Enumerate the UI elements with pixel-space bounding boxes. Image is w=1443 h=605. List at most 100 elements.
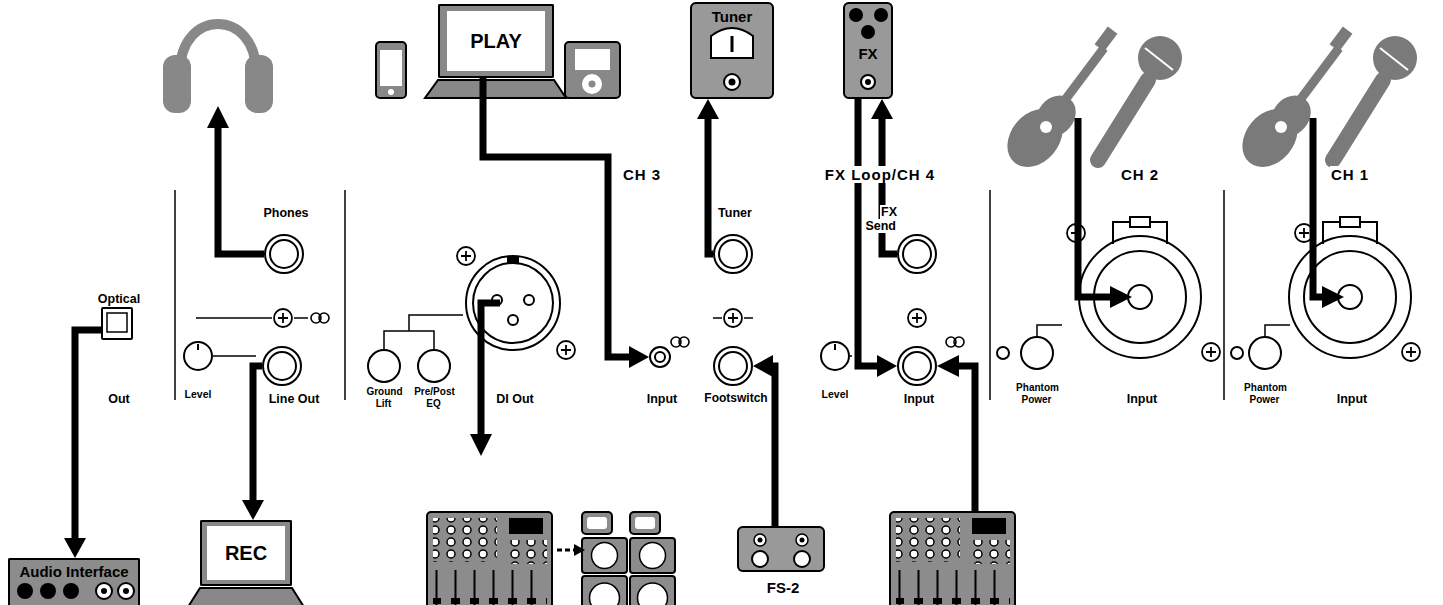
- stereo-symbol: [671, 337, 689, 347]
- di-out-connector: DI Out: [465, 255, 561, 351]
- screw: [274, 309, 292, 327]
- laptop-screen: PLAY: [438, 4, 554, 78]
- fs2-body: [758, 538, 763, 543]
- label-holder: Phantom Power: [1240, 382, 1290, 405]
- screw: [908, 309, 926, 327]
- laptop-icon: [207, 526, 285, 580]
- fs2-body: [794, 551, 810, 567]
- laptop-icon: [438, 4, 554, 78]
- screw: [457, 247, 475, 265]
- label-holder: FX Send: [863, 205, 897, 234]
- fs2-body: [754, 534, 766, 546]
- jack-label: Input: [646, 392, 679, 406]
- jack-label: Optical: [97, 292, 141, 306]
- jack-label: Input: [1336, 392, 1369, 406]
- panel-lines: [196, 318, 852, 356]
- laptop-icon: [200, 520, 292, 586]
- connector-line: [75, 330, 101, 538]
- control-label: Phantom Power: [1015, 382, 1059, 405]
- optical-port: [107, 313, 127, 332]
- signal-wire: [557, 549, 574, 552]
- label-holder: Input: [646, 392, 679, 406]
- combo-input: Input: [1078, 235, 1202, 359]
- speaker-icon: [582, 512, 627, 605]
- phantom-switch: [997, 347, 1009, 359]
- phantom-switch: [1021, 337, 1053, 369]
- connector-line: [483, 78, 629, 357]
- label-holder: FS-2: [766, 579, 801, 596]
- node-text: Tuner: [712, 8, 753, 25]
- channel-heading: CH 3: [622, 166, 662, 183]
- label-holder: CH 2: [1120, 166, 1160, 183]
- guitar-mic-icon: [1231, 27, 1417, 178]
- signal-connector: [697, 99, 719, 254]
- node-text: REC: [225, 542, 267, 565]
- tuner-pedal-body: [690, 2, 774, 99]
- optical-port: [107, 313, 127, 332]
- arrowhead: [629, 346, 649, 368]
- line-out-jack: Line Out: [262, 346, 302, 386]
- label-holder: Level: [184, 388, 213, 400]
- xlr-connector: [524, 295, 534, 305]
- jack-label: DI Out: [495, 392, 535, 406]
- jack-inner: [655, 352, 665, 362]
- guitar-mic-icon: [996, 27, 1182, 178]
- fx-send-jack: FX Send: [897, 234, 937, 274]
- fx-pedal: FX: [843, 2, 893, 99]
- ipod-icon: [582, 74, 602, 94]
- laptop-icon: [188, 588, 304, 605]
- label-holder: DI Out: [495, 392, 535, 406]
- arrowhead: [242, 500, 264, 520]
- level-knob: [197, 344, 199, 350]
- fx-pedal-body: [865, 79, 871, 85]
- control-label: Phantom Power: [1243, 382, 1287, 405]
- headphones: [180, 24, 256, 72]
- screw: [1202, 343, 1220, 361]
- fx-pedal-body: [861, 75, 875, 89]
- node-text: PLAY: [470, 30, 522, 53]
- panel-lines: [213, 355, 256, 357]
- control-label: Ground Lift: [365, 386, 402, 409]
- arrowhead: [1110, 286, 1132, 308]
- laptop-icon: [188, 520, 304, 605]
- phantom-switch: [1249, 337, 1281, 369]
- signal-connector: [64, 330, 101, 558]
- switch-button: [368, 350, 400, 382]
- phone-icon: [376, 42, 406, 98]
- jack-inner: [719, 352, 747, 380]
- fs2-body: [800, 538, 805, 543]
- stereo-symbol: [946, 337, 964, 347]
- audio-interface-body: [123, 588, 129, 594]
- label-holder: Level: [821, 388, 850, 400]
- channel-heading: CH 2: [1120, 166, 1160, 183]
- text-holder: REC: [202, 522, 290, 584]
- text-holder: FX: [845, 4, 891, 97]
- signal-wire: [1313, 118, 1322, 297]
- xlr-connector: [508, 315, 518, 325]
- fs2-body: [752, 551, 768, 567]
- jack-inner: [903, 240, 931, 268]
- phantom-switch: [1265, 325, 1290, 337]
- panel-divider: [175, 190, 1224, 400]
- panel-divider: [1223, 190, 1225, 400]
- connector-line: [773, 366, 775, 526]
- fs2-body: [737, 526, 825, 572]
- panel-divider: [989, 190, 991, 400]
- signal-connector: [483, 78, 649, 368]
- screw: [724, 309, 742, 327]
- control-label: Pre/Post EQ: [413, 386, 455, 409]
- mixer-icon: [890, 512, 1015, 605]
- audio-interface-body: [63, 583, 79, 599]
- channel-heading: FX Loop/CH 4: [824, 166, 936, 183]
- panel-divider: [344, 190, 346, 400]
- mixer-icon: [427, 512, 552, 605]
- connector-line: [253, 366, 262, 500]
- jack-inner: [268, 240, 931, 380]
- signal-connector: [858, 99, 897, 377]
- laptop-screen: REC: [200, 520, 292, 586]
- audio-interface-body: [40, 583, 56, 599]
- arrowhead: [470, 434, 492, 456]
